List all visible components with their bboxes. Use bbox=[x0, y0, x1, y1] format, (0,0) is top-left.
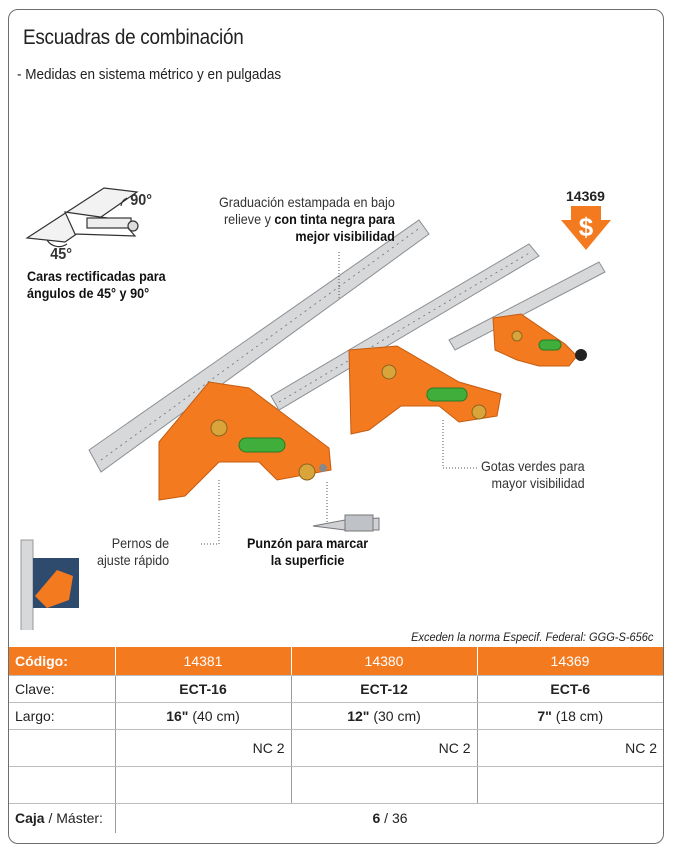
graduation-callout: Graduación estampada en bajo relieve y c… bbox=[219, 194, 395, 245]
angle-45-label: 45° bbox=[50, 246, 72, 263]
table-row-nc: NC 2 NC 2 NC 2 bbox=[9, 729, 663, 767]
caja-label-text: Caja bbox=[15, 810, 45, 827]
scriber-line-2: la superficie bbox=[270, 552, 345, 568]
caja-value-cell: 6 / 36 bbox=[115, 803, 663, 833]
drops-callout: Gotas verdes para mayor visibilidad bbox=[481, 458, 585, 492]
table-row-blank bbox=[9, 766, 663, 804]
largo-cell: 7" (18 cm) bbox=[477, 702, 663, 730]
table-row-caja: Caja / Máster: 6 / 36 bbox=[9, 803, 663, 833]
faces-line-1: Caras rectificadas para bbox=[27, 268, 166, 284]
largo-in: 16" bbox=[166, 707, 189, 724]
bolts-callout: Pernos de ajuste rápido bbox=[97, 535, 169, 569]
clave-label: Clave: bbox=[9, 675, 116, 703]
packaging-thumbnail bbox=[20, 539, 79, 630]
largo-cell: 12" (30 cm) bbox=[291, 702, 478, 730]
largo-in: 12" bbox=[347, 707, 370, 724]
empty-cell bbox=[477, 766, 663, 804]
angle-90-label: 90° bbox=[130, 192, 152, 209]
bolts-line-1: Pernos de bbox=[111, 535, 170, 551]
empty-cell bbox=[9, 766, 116, 804]
spec-table: Código: 14381 14380 14369 Clave: ECT-16 … bbox=[9, 647, 663, 833]
largo-in: 7" bbox=[537, 707, 552, 724]
nc-cell: NC 2 bbox=[477, 729, 663, 767]
table-row-largo: Largo: 16" (40 cm) 12" (30 cm) 7" (18 cm… bbox=[9, 702, 663, 730]
scriber-callout: Punzón para marcar la superficie bbox=[247, 535, 368, 569]
largo-cm: (40 cm) bbox=[192, 707, 240, 724]
graduation-line-1: Graduación estampada en bajo bbox=[219, 194, 395, 210]
graduation-line-2b: con tinta negra para bbox=[274, 211, 395, 227]
drops-line-1: Gotas verdes para bbox=[481, 458, 585, 474]
product-sheet: Escuadras de combinación - Medidas en si… bbox=[8, 9, 664, 844]
master-value: / 36 bbox=[380, 810, 408, 827]
subtitle: - Medidas en sistema métrico y en pulgad… bbox=[17, 66, 282, 83]
code-cell: 14369 bbox=[477, 647, 663, 676]
master-label-text: / Máster: bbox=[44, 810, 103, 827]
svg-text:$: $ bbox=[579, 212, 594, 242]
faces-callout: Caras rectificadas para ángulos de 45° y… bbox=[27, 268, 166, 302]
code-label: Código: bbox=[9, 647, 116, 676]
empty-cell bbox=[115, 766, 292, 804]
angle-sketch bbox=[25, 187, 139, 248]
federal-norm-note: Exceden la norma Especif. Federal: GGG-S… bbox=[410, 630, 653, 644]
graduation-line-3: mejor visibilidad bbox=[295, 228, 395, 244]
leader-lines bbox=[199, 252, 479, 545]
largo-cm: (18 cm) bbox=[555, 707, 604, 724]
combination-squares-illustration: $ bbox=[20, 187, 611, 630]
caja-label: Caja / Máster: bbox=[9, 803, 116, 833]
empty-cell bbox=[291, 766, 478, 804]
table-row-clave: Clave: ECT-16 ECT-12 ECT-6 bbox=[9, 675, 663, 703]
nc-cell: NC 2 bbox=[291, 729, 478, 767]
clave-cell: ECT-12 bbox=[291, 675, 478, 703]
price-code: 14369 bbox=[566, 188, 605, 204]
scriber-line-1: Punzón para marcar bbox=[247, 535, 369, 551]
price-icon: $ bbox=[561, 206, 611, 250]
table-row-codes: Código: 14381 14380 14369 bbox=[9, 647, 663, 676]
square-6-illustration bbox=[448, 261, 606, 367]
drops-line-2: mayor visibilidad bbox=[491, 475, 585, 491]
clave-cell: ECT-6 bbox=[477, 675, 663, 703]
page-title: Escuadras de combinación bbox=[23, 26, 244, 49]
scriber-illustration bbox=[312, 514, 380, 532]
clave-cell: ECT-16 bbox=[115, 675, 292, 703]
code-cell: 14380 bbox=[291, 647, 478, 676]
square-16-illustration bbox=[88, 219, 430, 501]
caja-value: 6 bbox=[372, 810, 381, 827]
largo-label: Largo: bbox=[9, 702, 116, 730]
largo-cell: 16" (40 cm) bbox=[115, 702, 292, 730]
empty-cell bbox=[9, 729, 116, 767]
nc-cell: NC 2 bbox=[115, 729, 292, 767]
square-12-illustration bbox=[270, 243, 540, 435]
faces-line-2: ángulos de 45° y 90° bbox=[27, 285, 150, 301]
largo-cm: (30 cm) bbox=[373, 707, 421, 724]
code-cell: 14381 bbox=[115, 647, 292, 676]
bolts-line-2: ajuste rápido bbox=[97, 552, 170, 568]
graduation-line-2a: relieve y bbox=[223, 211, 275, 227]
